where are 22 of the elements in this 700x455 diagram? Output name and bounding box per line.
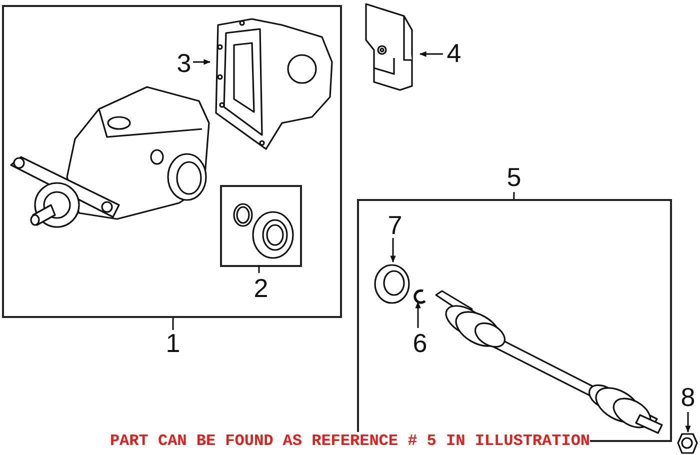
- callout-number: 8: [677, 384, 699, 412]
- group-frame: [220, 185, 302, 267]
- leader-arrow: [193, 59, 211, 65]
- leader-line: [172, 318, 174, 330]
- snap-ring-drawing: [412, 289, 427, 304]
- callout-number: 3: [173, 50, 195, 78]
- callout-number: 6: [409, 330, 431, 358]
- washer-drawing: [372, 264, 412, 304]
- leader-arrow: [415, 301, 421, 328]
- leader-line: [258, 265, 260, 273]
- leader-arrow: [390, 238, 396, 263]
- leader-arrow: [419, 51, 443, 57]
- cover-drawing: [212, 17, 334, 152]
- nut-drawing: [676, 432, 698, 455]
- callout-number: 1: [162, 330, 184, 358]
- leader-line: [513, 192, 515, 200]
- callout-number: 2: [250, 275, 272, 303]
- callout-number: 4: [443, 40, 465, 68]
- leader-arrow: [685, 412, 691, 433]
- group-frame: [2, 5, 342, 318]
- callout-number: 7: [384, 212, 406, 240]
- callout-number: 5: [503, 164, 525, 192]
